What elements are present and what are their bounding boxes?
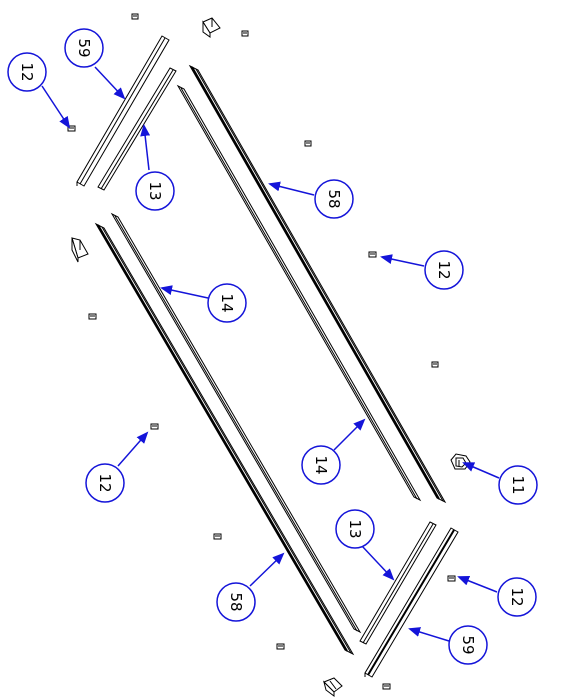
callout-11: 11 <box>498 465 538 505</box>
profile-59-top <box>76 35 170 187</box>
callout-label: 13 <box>346 519 364 538</box>
callout-label: 12 <box>96 473 114 492</box>
callout-label: 14 <box>312 455 330 474</box>
callout-13: 13 <box>135 171 175 211</box>
profile-13-top <box>97 67 177 191</box>
callout-label: 14 <box>218 293 236 312</box>
callout-label: 12 <box>18 62 36 81</box>
profile-14-right <box>176 84 422 502</box>
nut-part <box>304 140 312 147</box>
callout-13: 13 <box>335 509 375 549</box>
nut-part <box>368 251 377 258</box>
corner-bracket <box>323 677 343 697</box>
callout-58: 58 <box>314 179 354 219</box>
profile-59-bottom <box>364 527 459 678</box>
nut-part <box>382 683 391 690</box>
callout-14: 14 <box>207 283 247 323</box>
callout-label: 12 <box>435 260 453 279</box>
profile-58-bottom <box>94 222 355 656</box>
nut-part <box>276 643 285 650</box>
nut-part <box>431 361 439 368</box>
callout-12: 12 <box>85 463 125 503</box>
nut-part <box>447 575 456 582</box>
nut-part <box>131 13 139 20</box>
callout-label: 59 <box>75 38 93 57</box>
nut-part <box>88 313 97 320</box>
profile-13-bottom <box>359 521 437 645</box>
corner-bracket <box>71 237 89 263</box>
callout-label: 59 <box>459 635 477 654</box>
callout-12: 12 <box>497 577 537 617</box>
knob-part <box>450 453 471 470</box>
callout-59: 59 <box>64 28 104 68</box>
nut-part <box>241 30 249 37</box>
callout-label: 11 <box>509 475 527 494</box>
callout-58: 58 <box>216 582 256 622</box>
callout-14: 14 <box>301 445 341 485</box>
profile-58-top <box>188 64 447 504</box>
callout-label: 58 <box>227 592 245 611</box>
callout-12: 12 <box>7 52 47 92</box>
callout-59: 59 <box>448 625 488 665</box>
callout-label: 58 <box>325 189 343 208</box>
callout-balloons: 12 59 13 58 12 14 12 14 <box>7 28 538 665</box>
leader-lines <box>41 66 500 642</box>
nut-part <box>150 423 159 430</box>
nut-part <box>213 533 222 540</box>
corner-bracket <box>202 17 221 38</box>
callout-label: 13 <box>146 181 164 200</box>
callout-label: 12 <box>508 587 526 606</box>
callout-12: 12 <box>424 250 464 290</box>
profile-14-left <box>110 212 362 634</box>
